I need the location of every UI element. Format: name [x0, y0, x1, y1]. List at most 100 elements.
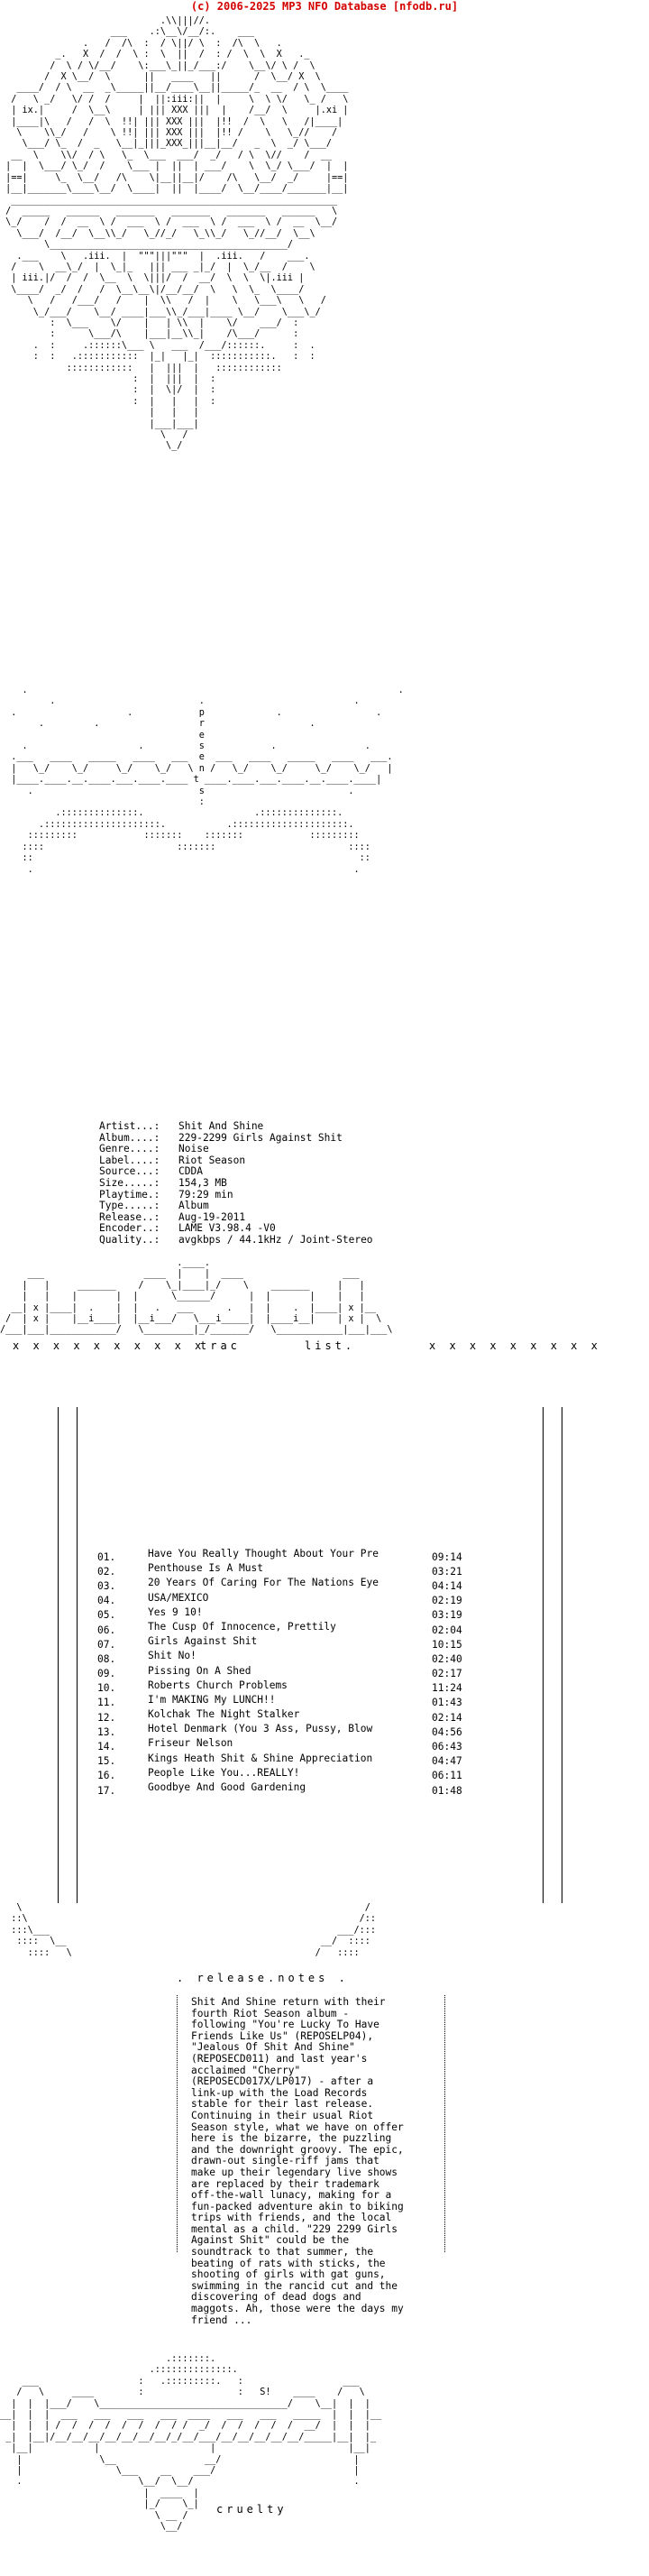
info-row: Genre....:Noise — [99, 1144, 373, 1155]
notes-line: link-up with the Load Records — [191, 2086, 368, 2099]
track-number: 10. — [97, 1682, 116, 1695]
track-title: Pissing On A Shed — [148, 1665, 251, 1677]
notes-line: off-the-wall lunacy, making for a — [191, 2189, 392, 2202]
track-number: 06. — [97, 1624, 116, 1636]
track-title: Kolchak The Night Stalker — [148, 1709, 300, 1721]
notes-line: Friends Like Us" (REPOSELP04), — [191, 2029, 374, 2042]
track-title: People Like You...REALLY! — [148, 1767, 300, 1779]
track-time: 02:04 — [432, 1624, 462, 1636]
track-title: I'm MAKING My LUNCH!! — [148, 1694, 276, 1706]
info-key: Quality..: — [99, 1233, 160, 1246]
track-number: 13. — [97, 1725, 116, 1738]
notes-line: trips with friends, and the local — [191, 2212, 392, 2224]
track-row: 08.Shit No!02:40 — [97, 1651, 477, 1665]
track-time: 02:17 — [432, 1668, 462, 1680]
track-time: 09:14 — [432, 1550, 462, 1563]
notes-line: fun-packed adventure akin to biking — [191, 2200, 404, 2213]
track-time: 06:11 — [432, 1770, 462, 1782]
track-time: 03:19 — [432, 1609, 462, 1622]
notes-line: are replaced by their trademark — [191, 2177, 379, 2190]
track-time: 04:14 — [432, 1579, 462, 1592]
notes-line: (REPOSECD017X/LP017) - after a — [191, 2075, 374, 2088]
info-value: 229-2299 Girls Against Shit — [178, 1131, 343, 1144]
track-row: 10. Roberts Church Problems 11:24 — [97, 1680, 477, 1695]
ascii-logo-top: .\\|||//. ___ .:\__\/__/:. ___ . / /\ : … — [5, 16, 349, 452]
track-number: 05. — [97, 1609, 116, 1622]
track-row: 12. Kolchak The Night Stalker 02:14 — [97, 1709, 477, 1724]
track-number: 16. — [97, 1770, 116, 1782]
tracklist-frame — [58, 1407, 562, 1903]
track-row: 11. I'm MAKING My LUNCH!! 01:43 — [97, 1695, 477, 1709]
track-row: 05. Yes 9 10! 03:19 — [97, 1607, 477, 1622]
track-time: 11:24 — [432, 1682, 462, 1695]
info-value: avgkbps / 44.1kHz / Joint-Stereo — [178, 1233, 373, 1246]
track-title: Penthouse Is A Must — [148, 1563, 263, 1575]
track-row: 06. The Cusp Of Innocence, Prettily 02:04 — [97, 1622, 477, 1636]
info-row: Quality..: avgkbps / 44.1kHz / Joint-Ster… — [99, 1233, 373, 1247]
track-time: 02:19 — [432, 1595, 462, 1607]
info-value: 79:29 min — [178, 1188, 233, 1201]
ascii-tracklist-bottom: \ / ::\ /:: :::\___ — [11, 1903, 377, 1958]
ascii-tracklist-banner: .____. ___ ____ | | ____ ___ | | _______… — [0, 1258, 393, 1336]
notes-heading: . release.notes . — [177, 1972, 349, 1984]
track-number: 17. — [97, 1784, 116, 1797]
track-title: Have You Really Thought About Your Pre — [148, 1549, 379, 1559]
ascii-presents-banner: . . . . . . . p . — [11, 685, 404, 875]
notes-line: acclaimed "Cherry" — [191, 2064, 301, 2076]
info-value: Aug-19-2011 — [178, 1210, 246, 1223]
notes-line: friend ... — [191, 2314, 252, 2326]
track-row: 15.Kings Heath Shit & Shine Appreciation… — [97, 1753, 477, 1768]
notes-line: fourth Riot Season album - — [191, 2007, 350, 2019]
track-number: 08. — [97, 1652, 116, 1665]
track-time: 01:48 — [432, 1784, 462, 1797]
tracklist-header: x x x x x x x x x x trac list. x x x x x… — [0, 1339, 649, 1357]
notes-line: "Jealous Of Shit And Shine" — [191, 2041, 355, 2054]
track-number: 12. — [97, 1711, 116, 1724]
track-number: 14. — [97, 1741, 116, 1753]
notes-line: soundtrack to that summer, the — [191, 2246, 374, 2259]
track-number: 07. — [97, 1638, 116, 1651]
notes-line: here is the bizarre, the puzzling — [191, 2132, 392, 2145]
track-title: 20 Years Of Caring For The Nations Eye — [148, 1578, 379, 1589]
info-value: CDDA — [178, 1165, 203, 1178]
track-number: 02. — [97, 1565, 116, 1578]
info-value: Noise — [178, 1143, 209, 1155]
site-header: (c) 2006-2025 MP3 NFO Database [nfodb.ru… — [190, 0, 459, 13]
info-key: Artist...: — [99, 1120, 160, 1132]
notes-frame — [177, 1995, 445, 2252]
track-time: 04:56 — [432, 1725, 462, 1738]
track-title: Roberts Church Problems — [148, 1679, 288, 1691]
info-key: Release..: — [99, 1210, 160, 1223]
track-row: 03. 20 Years Of Caring For The Nations Ey… — [97, 1578, 477, 1592]
track-time: 10:15 — [432, 1638, 462, 1651]
info-value: LAME V3.98.4 -V0 — [178, 1222, 276, 1235]
info-row: Artist...: Shit And Shine — [99, 1120, 373, 1133]
info-value: Album — [178, 1200, 209, 1212]
info-value: Riot Season — [178, 1154, 246, 1166]
info-key: Type.....: — [99, 1200, 160, 1212]
track-number: 11. — [97, 1697, 116, 1709]
track-time: 02:14 — [432, 1711, 462, 1724]
notes-line: mental as a child. "229 2299 Girls — [191, 2222, 398, 2235]
track-row: 13.Hotel Denmark (You 3 Ass, Pussy, Blow… — [97, 1724, 477, 1738]
info-row: Type.....: Album — [99, 1201, 373, 1212]
notes-line: Against Shit" could be the — [191, 2234, 350, 2247]
info-value: 154,3 MB — [178, 1176, 227, 1189]
info-row: Album....:229-2299 Girls Against Shit — [99, 1131, 373, 1145]
info-value: Shit And Shine — [178, 1120, 264, 1132]
track-number: 15. — [97, 1755, 116, 1768]
notes-line: (REPOSECD011) and last year's — [191, 2052, 368, 2065]
track-title: The Cusp Of Innocence, Prettily — [148, 1621, 336, 1633]
track-time: 02:40 — [432, 1652, 462, 1665]
track-number: 03. — [97, 1579, 116, 1592]
notes-line: Season style, what we have on offer — [191, 2121, 404, 2133]
notes-line: and the downright groovy. The epic, — [191, 2143, 404, 2156]
tracklist-label: trac — [200, 1339, 241, 1352]
track-time: 01:43 — [432, 1697, 462, 1709]
track-title: Yes 9 10! — [148, 1606, 203, 1618]
